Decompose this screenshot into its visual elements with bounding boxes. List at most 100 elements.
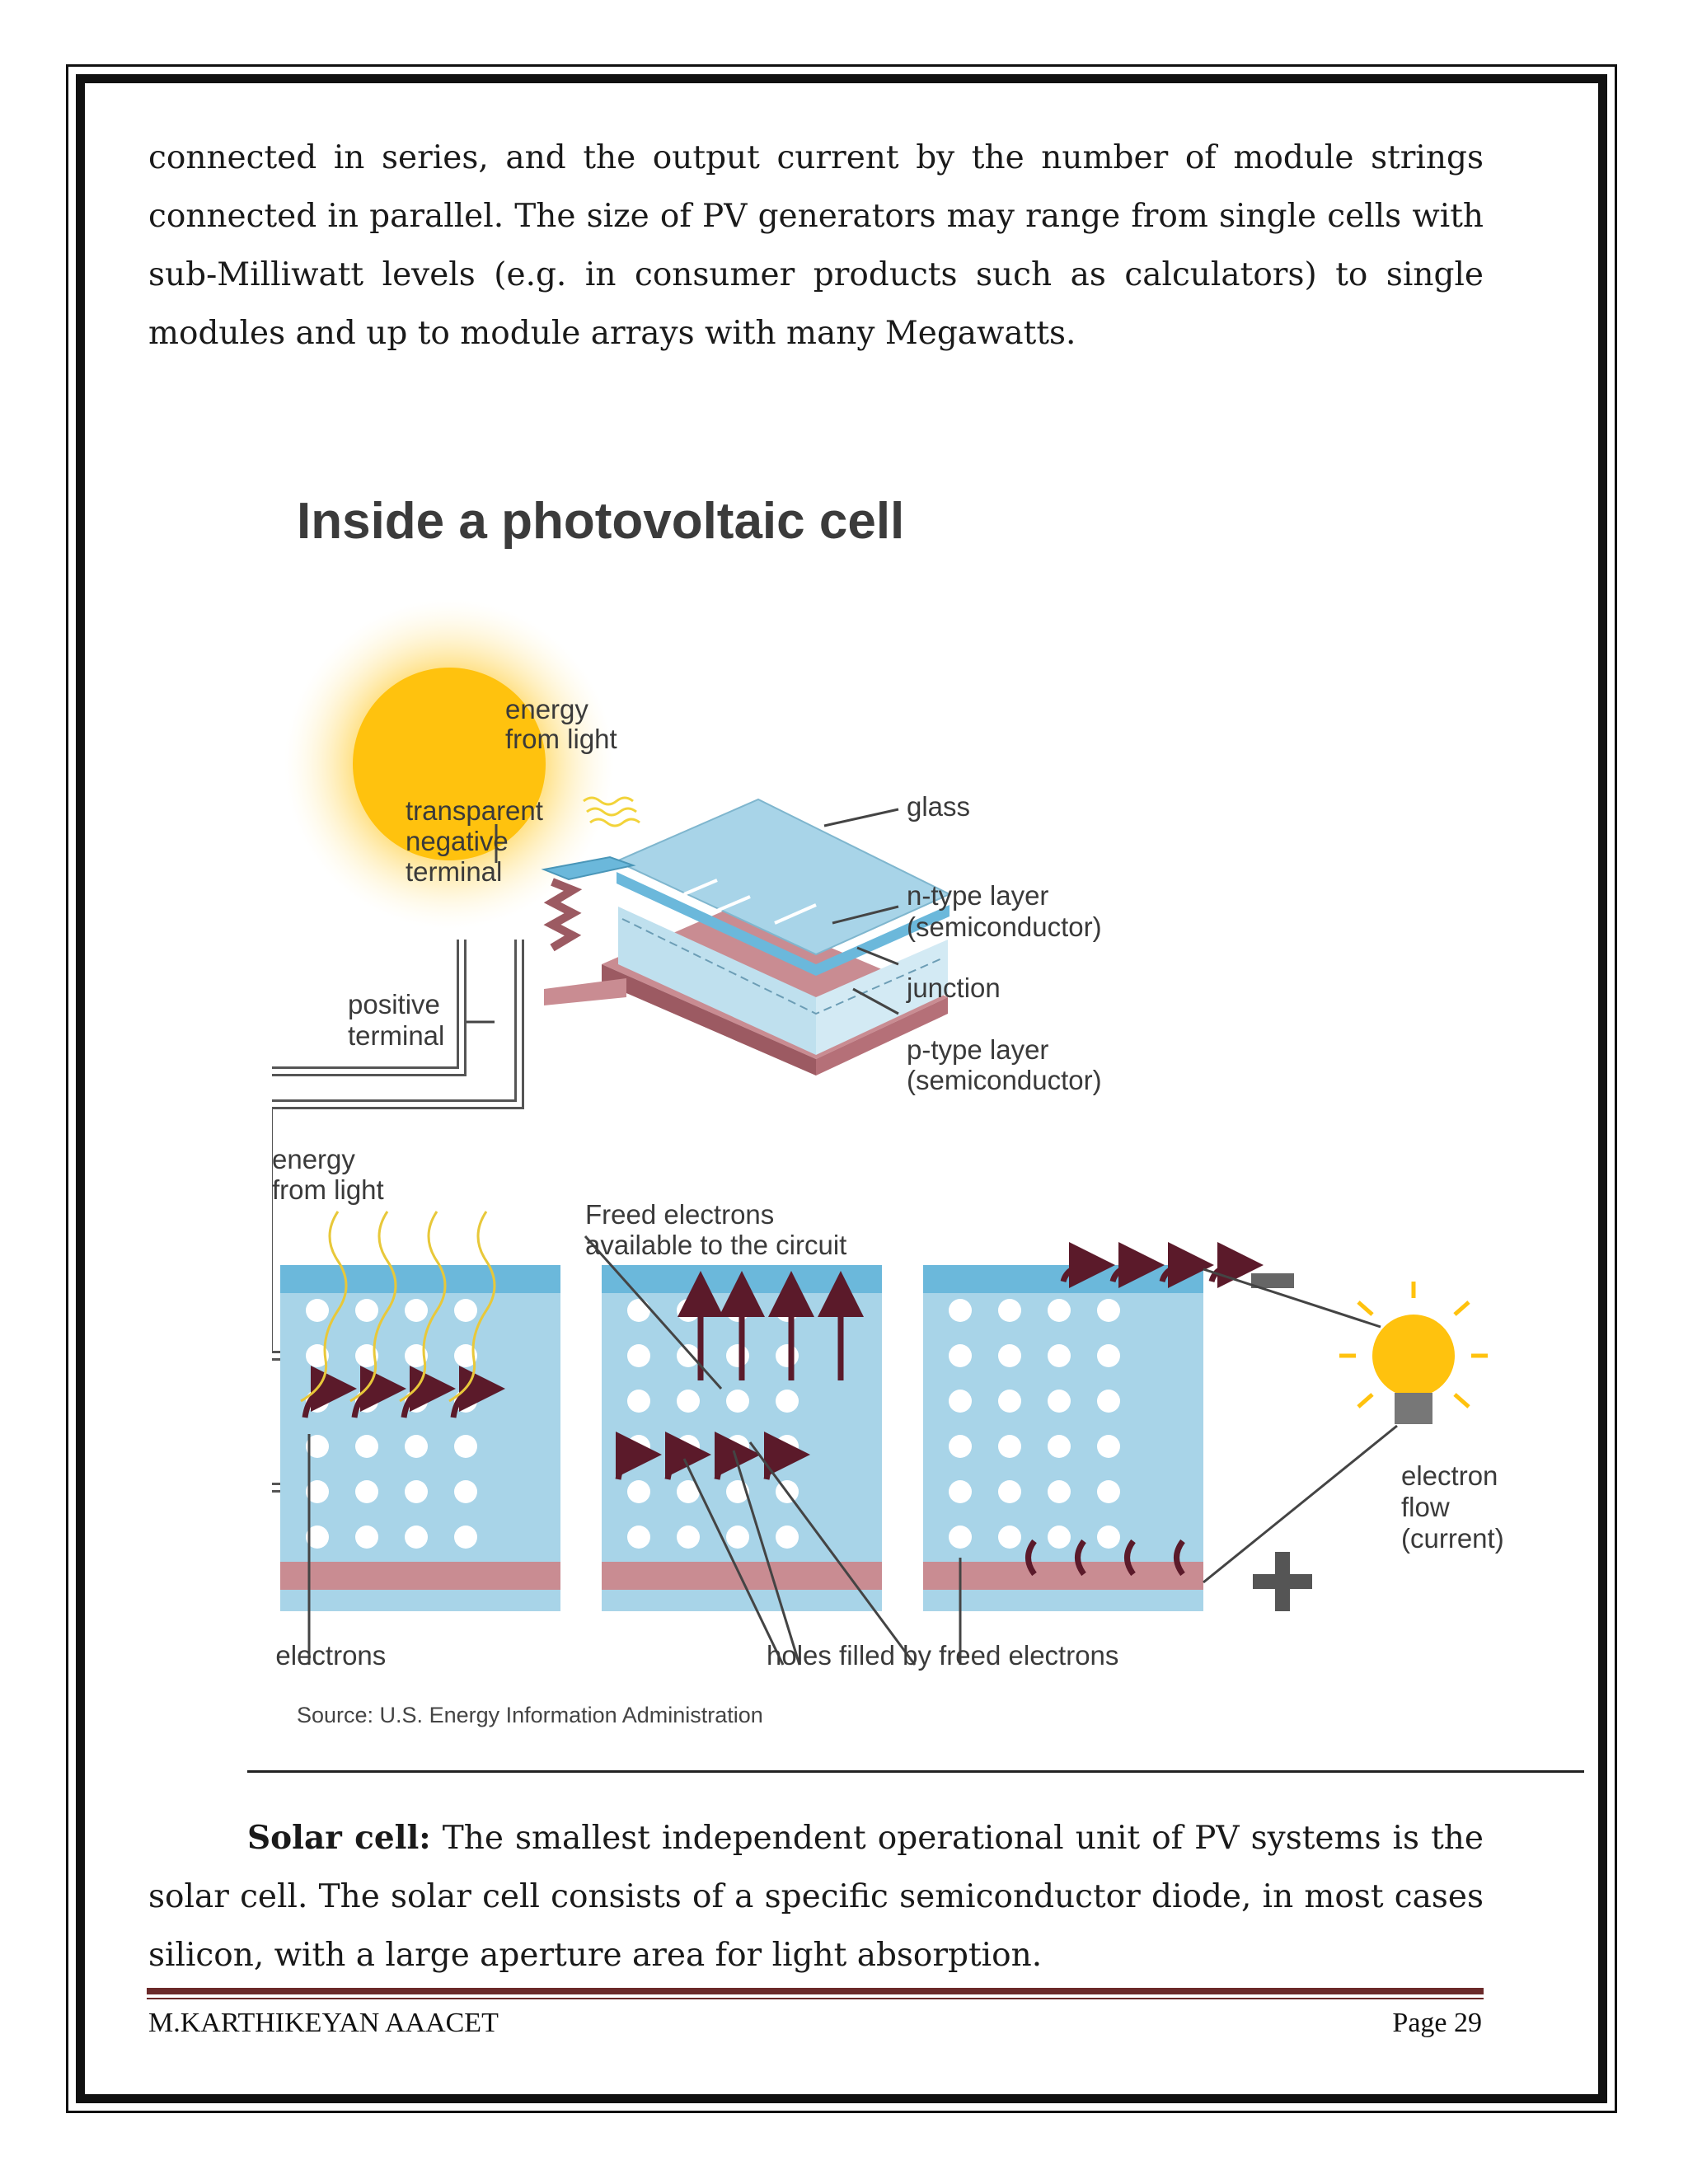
footer-author: M.KARTHIKEYAN AAACET [148,2008,499,2038]
atom-dot [1048,1480,1071,1503]
label-ntype-1: n-type layer [907,880,1048,911]
plus-sign-icon [1253,1552,1312,1611]
atom-dot [454,1435,477,1458]
atom-dot [306,1526,329,1549]
atom-dot [627,1299,650,1322]
atom-dot [726,1390,749,1413]
atom-dot [306,1344,329,1367]
label-positive-2: terminal [348,1020,444,1051]
body-paragraph-1: connected in series, and the output curr… [148,139,1484,352]
atom-dot [405,1299,428,1322]
atom-dot [627,1344,650,1367]
atom-dot [355,1344,378,1367]
atom-dot [1097,1390,1120,1413]
atom-dot [776,1299,799,1322]
label-energy-from-light-top-1: energy [505,694,588,724]
label-electron-flow-3: (current) [1401,1523,1504,1554]
atom-dot [1048,1390,1071,1413]
atom-dot [776,1344,799,1367]
atom-dot [306,1435,329,1458]
electron-arrows [302,1242,1264,1577]
footer-rule-thick [147,1988,1484,1994]
atom-dot [454,1344,477,1367]
body-paragraph-2: Solar cell: The smallest independent ope… [148,1809,1484,1985]
label-freed-available-1: Freed electrons [585,1199,774,1230]
light-bulb-icon [1339,1282,1488,1424]
atom-dot [998,1299,1021,1322]
label-energy-from-light-bottom-1: energy [272,1144,355,1174]
atom-dot [949,1390,972,1413]
footer-page-number: Page 29 [1392,2008,1482,2038]
atom-dot [726,1344,749,1367]
figure-title: Inside a photovoltaic cell [297,493,904,550]
atom-dot [1048,1526,1071,1549]
atom-dot [355,1299,378,1322]
label-electron-flow-2: flow [1401,1492,1450,1522]
atom-dot [776,1526,799,1549]
atom-dot [776,1390,799,1413]
atom-dot [306,1299,329,1322]
atom-dot [1097,1526,1120,1549]
atom-dot [1048,1344,1071,1367]
solar-cell-definition: The smallest independent operational uni… [148,1820,1484,1974]
footer-rule-thin [147,1998,1484,1999]
atom-dot [405,1435,428,1458]
atom-dot [726,1526,749,1549]
atom-dot [454,1526,477,1549]
label-freed-available-2: available to the circuit [585,1230,846,1260]
label-transparent-3: terminal [406,856,502,887]
label-ntype-2: (semiconductor) [907,912,1102,942]
atom-dot [306,1480,329,1503]
atom-dot [1097,1299,1120,1322]
atom-dot [1097,1344,1120,1367]
atom-dot [454,1480,477,1503]
atom-dot [1048,1435,1071,1458]
atom-dot [627,1526,650,1549]
minus-sign-icon [1251,1273,1294,1288]
photovoltaic-cell-diagram: Inside a photovoltaic cell [206,478,1550,1764]
label-transparent-2: negative [406,826,509,856]
label-holes-filled: holes filled by freed electrons [767,1640,1118,1671]
label-positive-1: positive [348,989,440,1019]
label-ptype-2: (semiconductor) [907,1065,1102,1095]
atom-dot [355,1526,378,1549]
atom-dot [454,1299,477,1322]
cell-3d-illustration [541,792,952,1076]
atom-dot [1097,1480,1120,1503]
atom-dot [949,1526,972,1549]
figure-source: Source: U.S. Energy Information Administ… [297,1703,763,1727]
atom-dot [677,1526,700,1549]
atom-dot [677,1480,700,1503]
atom-dot [355,1480,378,1503]
figure-divider [247,1770,1584,1773]
atom-dot [949,1480,972,1503]
atom-dot [677,1299,700,1322]
label-energy-from-light-bottom-2: from light [272,1174,384,1205]
atom-dot [677,1344,700,1367]
atom-dot [949,1435,972,1458]
atom-dot [627,1390,650,1413]
atom-dot [355,1435,378,1458]
page-border-outer [66,64,1617,2113]
atom-dot [998,1390,1021,1413]
label-electron-flow-1: electron [1401,1460,1498,1491]
panel-1 [280,1265,560,1611]
label-ptype-1: p-type layer [907,1034,1048,1065]
atom-dot [949,1299,972,1322]
sun-icon [284,599,614,929]
atom-dot [1048,1299,1071,1322]
label-junction: junction [906,972,1001,1003]
page-border-inner [76,74,1607,2103]
atom-dot [405,1526,428,1549]
atom-dot [405,1480,428,1503]
atom-dot [627,1480,650,1503]
atom-dot [998,1344,1021,1367]
atom-dot [998,1435,1021,1458]
atom-dot [949,1344,972,1367]
atom-dot [998,1480,1021,1503]
atom-dot [998,1526,1021,1549]
atom-dot [726,1299,749,1322]
atom-dot [677,1390,700,1413]
leader-lines-top [457,808,899,1024]
light-rays [300,1211,496,1403]
